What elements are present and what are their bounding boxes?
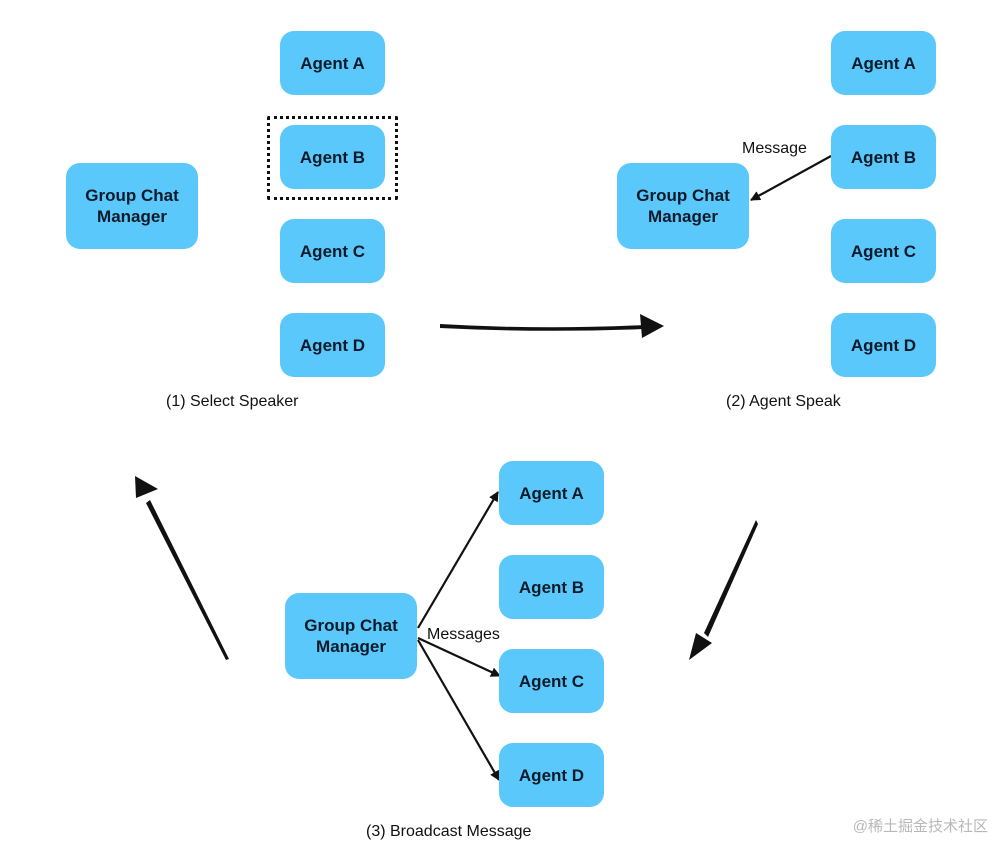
agent-c-node: Agent C xyxy=(499,649,604,713)
watermark: @稀土掘金技术社区 xyxy=(852,818,988,835)
message-arrow-agent-b-to-manager xyxy=(750,155,832,201)
caption-select-speaker: (1) Select Speaker xyxy=(166,393,299,410)
agent-a-node: Agent A xyxy=(280,31,385,95)
group-chat-manager-node: Group Chat Manager xyxy=(617,163,749,249)
agent-d-node: Agent D xyxy=(280,313,385,377)
message-label: Message xyxy=(742,140,807,157)
agent-d-node: Agent D xyxy=(499,743,604,807)
broadcast-arrow-to-agent-c xyxy=(417,637,501,677)
agent-c-node: Agent C xyxy=(831,219,936,283)
messages-label: Messages xyxy=(427,626,500,643)
agent-a-node: Agent A xyxy=(499,461,604,525)
agent-b-node: Agent B xyxy=(831,125,936,189)
flow-arrow-step2-to-step3 xyxy=(689,520,758,660)
caption-agent-speak: (2) Agent Speak xyxy=(726,393,841,410)
broadcast-arrow-to-agent-d xyxy=(417,639,500,781)
agent-d-node: Agent D xyxy=(831,313,936,377)
agent-c-node: Agent C xyxy=(280,219,385,283)
agent-b-node: Agent B xyxy=(280,125,385,189)
flow-arrow-step3-to-step1 xyxy=(135,476,229,660)
selected-speaker-highlight xyxy=(267,116,398,200)
flow-arrow-step1-to-step2 xyxy=(440,314,664,338)
group-chat-manager-node: Group Chat Manager xyxy=(66,163,198,249)
agent-b-node: Agent B xyxy=(499,555,604,619)
group-chat-manager-node: Group Chat Manager xyxy=(285,593,417,679)
agent-a-node: Agent A xyxy=(831,31,936,95)
caption-broadcast-message: (3) Broadcast Message xyxy=(366,823,532,840)
broadcast-arrow-to-agent-a xyxy=(417,491,499,629)
